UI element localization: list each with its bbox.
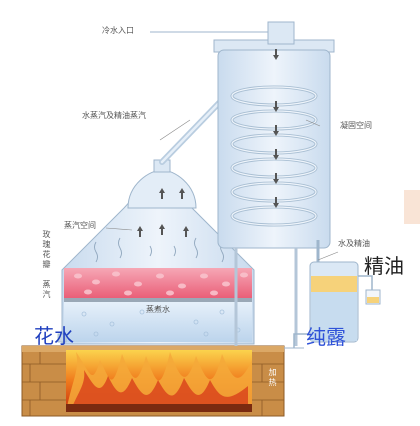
label-cold-water-inlet: 冷水入口 [102, 26, 134, 35]
condenser [150, 21, 335, 346]
annotation-essential-oil: 精油 [364, 254, 404, 278]
annotation-flower-water: 花水 [34, 324, 74, 348]
label-vapor-mix: 水蒸汽及精油蒸汽 [82, 111, 146, 120]
label-boiling-water: 蒸煮水 [146, 305, 170, 314]
fire [66, 350, 252, 412]
label-rose-petals: 玫瑰花瓣 [42, 230, 51, 269]
annotation-hydrosol: 纯露 [306, 325, 346, 349]
boiling-vessel [57, 159, 255, 345]
label-heating: 加热 [268, 368, 277, 387]
leader-lines [105, 119, 339, 261]
label-condenser: 凝固空间 [340, 121, 372, 130]
label-water-and-oil: 水及精油 [338, 239, 370, 248]
label-steam: 蒸汽 [42, 280, 51, 299]
receiver [284, 261, 381, 349]
label-steam-space: 蒸汽空间 [64, 221, 96, 230]
